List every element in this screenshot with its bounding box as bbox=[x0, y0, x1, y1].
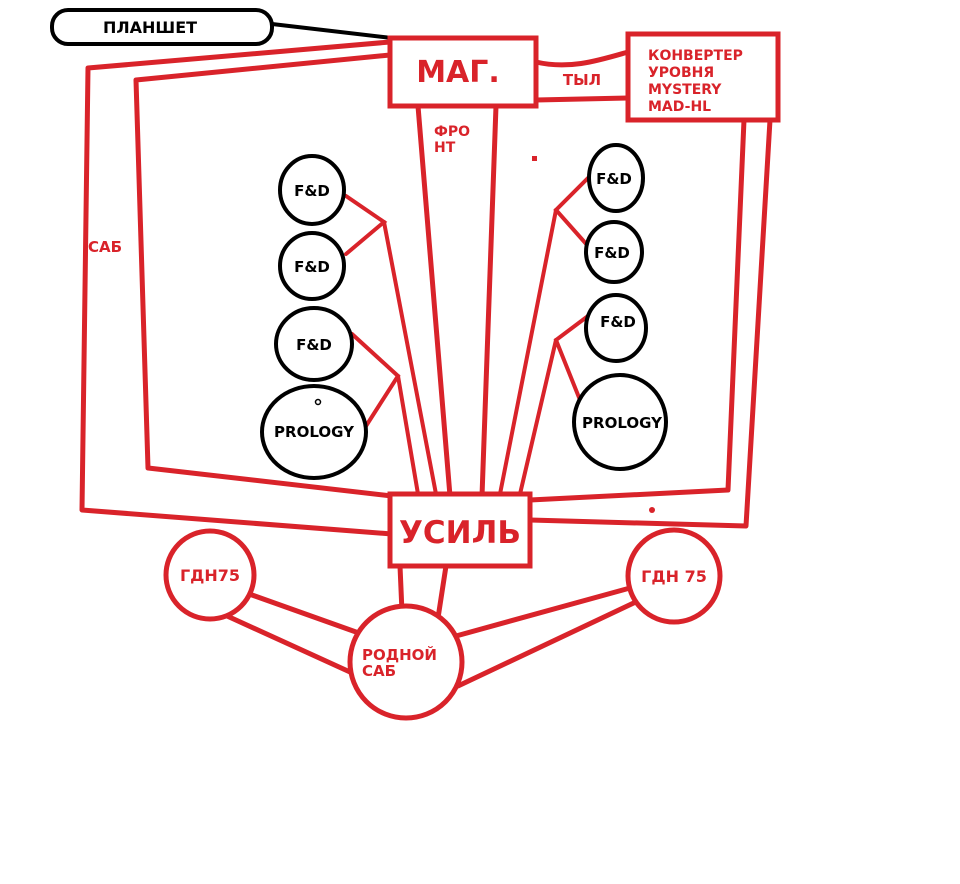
speaker-label: PROLOGY bbox=[274, 423, 355, 441]
converter-label-line-4: MAD-HL bbox=[648, 99, 711, 115]
right-speakers: F&D F&D F&D PROLOGY bbox=[572, 143, 668, 471]
speaker-label: F&D bbox=[294, 258, 330, 276]
front-wire-1 bbox=[415, 103, 453, 499]
amp-sub-wire-2 bbox=[435, 563, 449, 621]
stock-sub-node: РОДНОЙ САБ bbox=[347, 603, 465, 721]
amplifier-label: УСИЛЬ bbox=[399, 515, 521, 551]
gdn-left-label: ГДН75 bbox=[180, 566, 240, 585]
sub-wire bbox=[79, 39, 395, 537]
speaker-right-4: PROLOGY bbox=[572, 373, 668, 471]
speaker-label: F&D bbox=[600, 313, 636, 331]
speaker-left-4: PROLOGY bbox=[260, 384, 368, 480]
speaker-label: F&D bbox=[596, 170, 632, 188]
left-speakers: F&D F&D F&D PROLOGY bbox=[260, 154, 368, 480]
speaker-left-1: F&D bbox=[278, 154, 346, 226]
amplifier-node: УСИЛЬ bbox=[387, 491, 533, 569]
converter-label-line-2: УРОВНЯ bbox=[648, 65, 714, 81]
speaker-label: F&D bbox=[594, 244, 630, 262]
sub-gdn-right-wire-2 bbox=[455, 597, 643, 689]
speaker-label: F&D bbox=[296, 336, 332, 354]
right-branch-bottom-feed bbox=[518, 338, 558, 496]
converter-wire-1 bbox=[527, 117, 747, 503]
converter-node: КОНВЕРТЕР УРОВНЯ MYSTERY MAD-HL bbox=[625, 31, 781, 123]
rear-wire-2 bbox=[533, 95, 631, 103]
gdn-right-node: ГДН 75 bbox=[625, 527, 723, 625]
left-branch-top-feed bbox=[382, 220, 438, 496]
left-branch-top bbox=[344, 194, 388, 256]
speaker-right-2: F&D bbox=[584, 220, 644, 284]
front-label-line-1: ФРО bbox=[434, 124, 470, 140]
speaker-left-3: F&D bbox=[274, 306, 354, 382]
front-label-line-2: НТ bbox=[434, 140, 456, 156]
gdn-right-label: ГДН 75 bbox=[641, 567, 707, 586]
converter-label-line-1: КОНВЕРТЕР bbox=[648, 48, 743, 64]
sub-label: САБ bbox=[88, 238, 122, 256]
speaker-left-2: F&D bbox=[278, 231, 346, 301]
tablet-label: ПЛАНШЕТ bbox=[103, 18, 197, 37]
stray-dot bbox=[649, 507, 655, 513]
converter-label-line-3: MYSTERY bbox=[648, 82, 722, 98]
rear-wire-1 bbox=[533, 49, 631, 68]
right-branch-bottom bbox=[553, 314, 590, 402]
inner-left-wire bbox=[133, 52, 395, 499]
speaker-right-3: F&D bbox=[584, 293, 648, 363]
rear-label: ТЫЛ bbox=[563, 71, 601, 89]
head-unit-label: МАГ. bbox=[416, 55, 500, 90]
speaker-label: PROLOGY bbox=[582, 414, 663, 432]
speaker-right-1: F&D bbox=[587, 143, 645, 213]
converter-wire-2 bbox=[527, 117, 773, 529]
tablet-connection-line bbox=[271, 22, 393, 40]
stray-dot bbox=[532, 156, 537, 161]
stock-sub-label-line-1: РОДНОЙ bbox=[362, 645, 437, 664]
speaker-label: F&D bbox=[294, 182, 330, 200]
right-branch-top bbox=[553, 174, 592, 248]
wires bbox=[79, 39, 773, 689]
stock-sub-label-line-2: САБ bbox=[362, 662, 396, 680]
tablet-node: ПЛАНШЕТ bbox=[50, 8, 274, 46]
sub-gdn-right-wire-1 bbox=[453, 585, 633, 639]
sub-gdn-left-wire-1 bbox=[235, 587, 359, 635]
sub-gdn-left-wire-2 bbox=[211, 607, 353, 675]
right-branch-top-feed bbox=[498, 208, 558, 496]
marker-dot bbox=[314, 398, 322, 406]
gdn-left-node: ГДН75 bbox=[163, 528, 257, 622]
head-unit-node: МАГ. bbox=[387, 35, 539, 109]
front-wire-2 bbox=[479, 103, 499, 499]
left-branch-bottom-feed bbox=[396, 374, 420, 496]
